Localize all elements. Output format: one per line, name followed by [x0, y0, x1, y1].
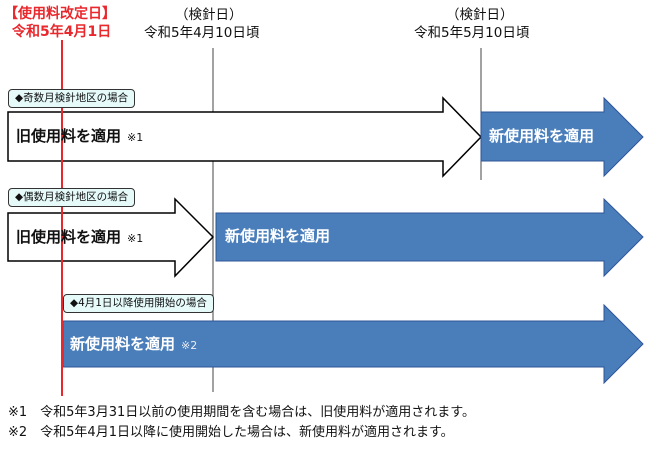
row2-old-arrow [7, 197, 215, 278]
row1-new-arrow [480, 96, 644, 178]
row1-new-label: 新使用料を適用 [489, 129, 594, 144]
row1-old-text: 旧使用料を適用 [16, 127, 122, 145]
row2-new-text: 新使用料を適用 [225, 227, 331, 245]
row2-old-label: 旧使用料を適用 ※1 [16, 230, 143, 245]
row2-old-note: ※1 [127, 232, 144, 245]
row3-new-text: 新使用料を適用 [70, 335, 176, 353]
row3-new-note: ※2 [181, 339, 198, 352]
row3-new-label: 新使用料を適用 ※2 [70, 337, 197, 352]
revision-date: 令和5年4月1日 [12, 24, 112, 40]
row2-new-label: 新使用料を適用 [225, 229, 330, 244]
footnote-2: ※2 令和5年4月1日以降に使用開始した場合は、新使用料が適用されます。 [8, 425, 454, 440]
reading1-date: 令和5年4月10日頃 [144, 25, 260, 41]
row1-old-label: 旧使用料を適用 ※1 [16, 129, 143, 144]
reading1-title: （検針日） [175, 7, 243, 23]
case-tag-even-month: ◆偶数月検針地区の場合 [8, 188, 136, 207]
row3-new-arrow [62, 303, 644, 385]
row1-old-arrow [7, 96, 483, 178]
footnote-1: ※1 令和5年3月31日以前の使用期間を含む場合は、旧使用料が適用されます。 [8, 405, 475, 420]
reading2-date: 令和5年5月10日頃 [414, 25, 530, 41]
revision-title: 【使用料改定日】 [4, 6, 116, 22]
row1-old-note: ※1 [127, 131, 144, 144]
reading2-title: （検針日） [446, 7, 514, 23]
row2-new-arrow [215, 197, 644, 278]
case-tag-odd-month: ◆奇数月検針地区の場合 [8, 89, 136, 108]
row2-old-text: 旧使用料を適用 [16, 228, 122, 246]
row1-new-text: 新使用料を適用 [489, 127, 595, 145]
case-tag-new-start: ◆4月1日以降使用開始の場合 [63, 294, 214, 313]
